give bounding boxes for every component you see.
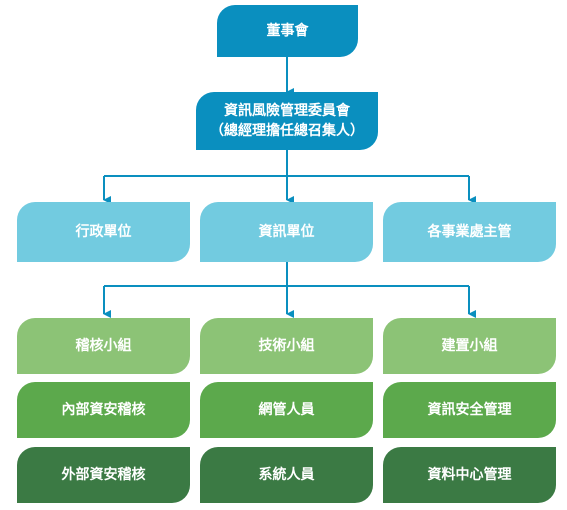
- admin-unit-label: 行政單位: [75, 224, 132, 240]
- system-staff-label: 系統人員: [258, 467, 315, 483]
- network-admin-box: 網管人員: [200, 382, 373, 438]
- business-unit-box: 各事業處主管: [383, 202, 556, 262]
- it-unit-box: 資訊單位: [200, 202, 373, 262]
- network-admin-label: 網管人員: [258, 402, 315, 418]
- committee-title: 資訊風險管理委員會: [224, 103, 350, 119]
- it-unit-label: 資訊單位: [258, 224, 315, 240]
- committee-box: 資訊風險管理委員會 （總經理擔任總召集人）: [196, 92, 378, 150]
- board-box: 董事會: [217, 5, 358, 57]
- admin-unit-box: 行政單位: [17, 202, 190, 262]
- security-mgmt-box: 資訊安全管理: [383, 382, 556, 438]
- build-group-label: 建置小組: [441, 338, 498, 354]
- audit-group-box: 稽核小組: [17, 318, 190, 374]
- external-audit-box: 外部資安稽核: [17, 447, 190, 503]
- internal-audit-label: 內部資安稽核: [61, 402, 146, 418]
- build-group-box: 建置小組: [383, 318, 556, 374]
- board-label: 董事會: [266, 23, 309, 39]
- audit-group-label: 稽核小組: [75, 338, 132, 354]
- external-audit-label: 外部資安稽核: [61, 467, 146, 483]
- datacenter-mgmt-box: 資料中心管理: [383, 447, 556, 503]
- tech-group-label: 技術小組: [258, 338, 315, 354]
- business-unit-label: 各事業處主管: [427, 224, 512, 240]
- tech-group-box: 技術小組: [200, 318, 373, 374]
- committee-subtitle: （總經理擔任總召集人）: [210, 123, 364, 139]
- datacenter-mgmt-label: 資料中心管理: [427, 467, 512, 483]
- internal-audit-box: 內部資安稽核: [17, 382, 190, 438]
- security-mgmt-label: 資訊安全管理: [427, 402, 512, 418]
- system-staff-box: 系統人員: [200, 447, 373, 503]
